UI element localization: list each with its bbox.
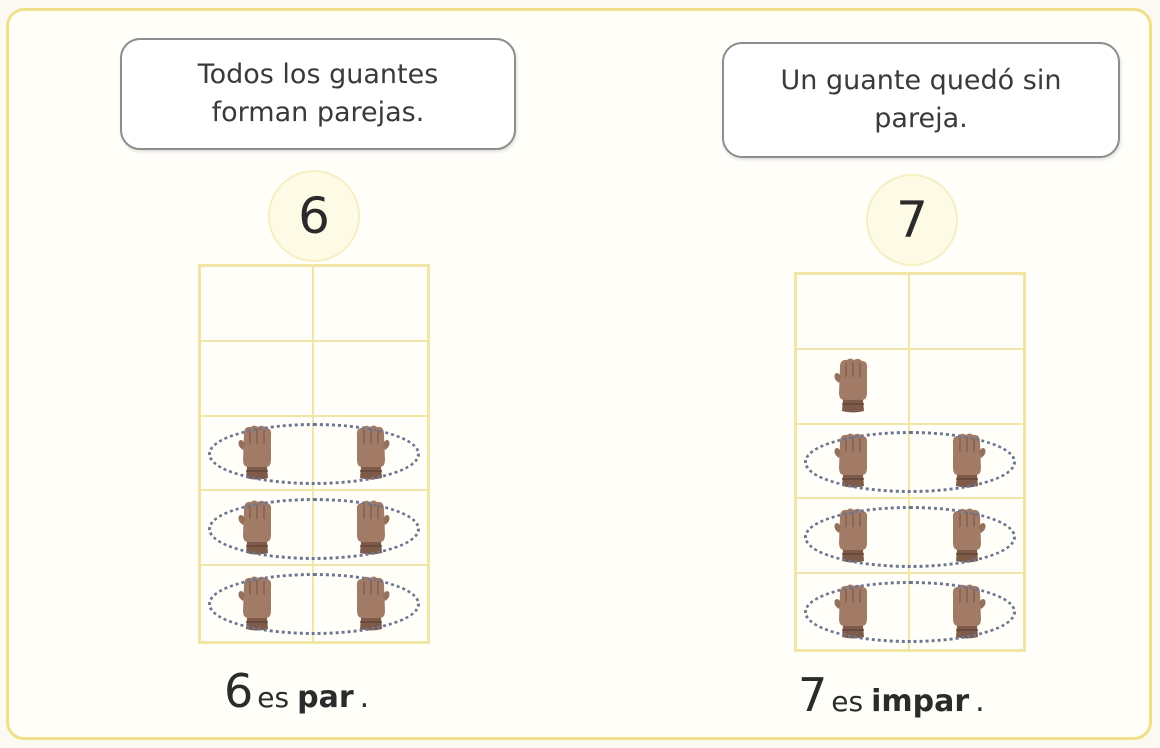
left-ten-frame (198, 264, 430, 644)
glove-icon (236, 424, 278, 482)
left-caption-number: 6 (224, 664, 254, 718)
left-cell (201, 267, 314, 342)
right-caption: 7 es impar . (798, 668, 985, 722)
glove-icon (350, 424, 392, 482)
glove-icon (236, 575, 278, 633)
right-cell (910, 350, 1023, 425)
glove-icon (350, 575, 392, 633)
left-cell (314, 417, 427, 492)
right-cell (910, 574, 1023, 649)
right-cell (797, 424, 910, 500)
right-caption-word: impar (871, 684, 970, 719)
right-caption-es: es (831, 685, 864, 718)
left-bubble-line-2: forman parejas. (211, 97, 425, 128)
left-cell (201, 566, 314, 641)
right-ten-frame (794, 272, 1026, 652)
right-cell (910, 275, 1023, 350)
left-caption: 6 es par . (224, 664, 369, 718)
left-number: 6 (298, 187, 330, 245)
right-speech-bubble: Un guante quedó sin pareja. (722, 42, 1120, 158)
right-cell (910, 425, 1023, 500)
right-number: 7 (896, 191, 928, 249)
glove-icon (946, 583, 988, 641)
glove-icon (946, 507, 988, 565)
left-caption-es: es (257, 681, 290, 714)
glove-icon (832, 357, 874, 415)
right-bubble-line-2: pareja. (874, 103, 968, 134)
glove-icon (832, 432, 874, 490)
glove-icon (946, 432, 988, 490)
right-caption-number: 7 (798, 668, 828, 722)
glove-icon (832, 583, 874, 641)
left-cell (201, 491, 314, 567)
right-cell (797, 349, 910, 425)
glove-icon (236, 499, 278, 557)
left-bubble-line-1: Todos los guantes (197, 59, 439, 90)
left-cell (201, 341, 314, 417)
right-cell (797, 275, 910, 350)
left-caption-dot: . (359, 680, 370, 715)
left-cell (201, 416, 314, 492)
right-cell (910, 499, 1023, 575)
left-number-circle: 6 (270, 172, 358, 260)
right-cell (797, 574, 910, 649)
right-cell (797, 499, 910, 575)
left-cell (314, 566, 427, 641)
glove-icon (350, 499, 392, 557)
right-number-circle: 7 (868, 176, 956, 264)
right-caption-dot: . (975, 684, 985, 719)
left-speech-bubble: Todos los guantes forman parejas. (120, 38, 516, 150)
right-bubble-line-1: Un guante quedó sin (780, 65, 1062, 96)
glove-icon (832, 507, 874, 565)
left-cell (314, 267, 427, 342)
left-cell (314, 491, 427, 567)
left-caption-word: par (297, 680, 354, 715)
left-cell (314, 342, 427, 417)
